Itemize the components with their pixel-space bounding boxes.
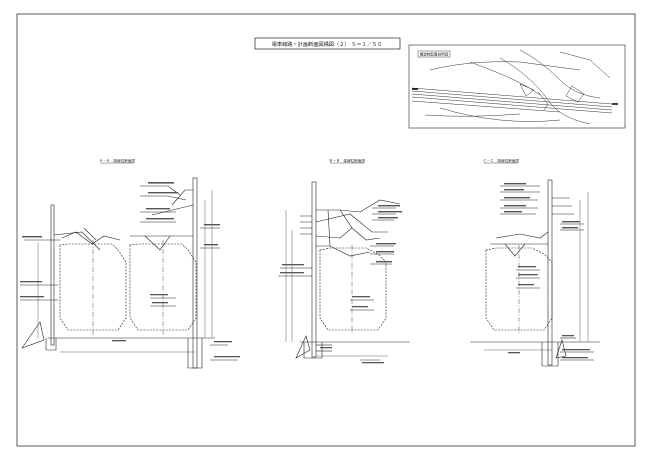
key-map-title: 構造物配置説明図 — [420, 52, 449, 57]
sheet-title: 電車線路・計画断面図構図（２） Ｓ＝１／５０ — [272, 40, 383, 48]
section-a: Ａ－Ａ 架線柱断面図 — [20, 158, 240, 369]
sheet-border — [16, 13, 636, 447]
title-block: 電車線路・計画断面図構図（２） Ｓ＝１／５０ — [254, 37, 401, 50]
section-c: Ｃ－Ｃ 架線柱断面図 — [470, 158, 600, 367]
section-b: Ｂ－Ｂ 架線柱断面図 — [278, 158, 410, 364]
section-b-label: Ｂ－Ｂ 架線柱断面図 — [329, 158, 365, 163]
section-c-label: Ｃ－Ｃ 架線柱断面図 — [483, 158, 519, 163]
key-map: 構造物配置説明図 — [408, 44, 626, 129]
section-a-label: Ａ－Ａ 架線柱断面図 — [99, 158, 135, 163]
